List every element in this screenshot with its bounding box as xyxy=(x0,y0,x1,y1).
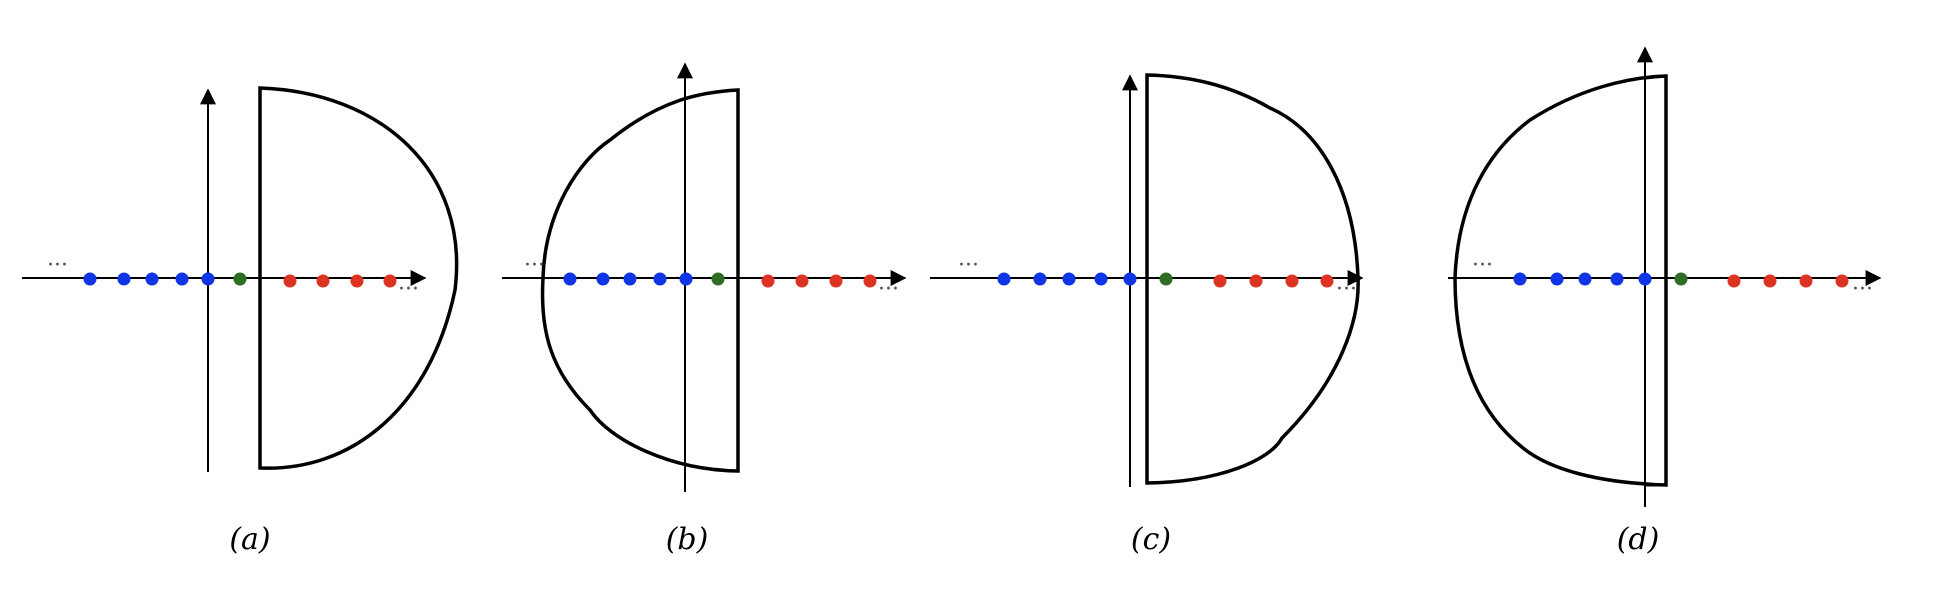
positive-pole xyxy=(1249,274,1263,288)
ellipsis-left: ··· xyxy=(958,253,979,278)
positive-pole xyxy=(1763,274,1777,288)
contour xyxy=(1453,74,1668,487)
negative-pole xyxy=(596,272,610,286)
ellipsis-right: ··· xyxy=(1852,277,1873,302)
panel-d: ··· ··· xyxy=(1448,46,1882,507)
negative-pole xyxy=(1638,272,1652,286)
negative-pole xyxy=(1513,272,1527,286)
negative-pole xyxy=(563,272,577,286)
positive-pole xyxy=(1320,274,1334,288)
ellipsis-left: ··· xyxy=(1472,253,1493,278)
contour-inner-edge xyxy=(1644,74,1667,80)
negative-pole xyxy=(1610,272,1624,286)
negative-pole xyxy=(117,272,131,286)
positive-pole xyxy=(383,274,397,288)
positive-pole xyxy=(1285,274,1299,288)
positive-poles xyxy=(1727,274,1849,288)
negative-pole xyxy=(997,272,1011,286)
panel-b: ··· ··· xyxy=(502,62,907,492)
negative-pole xyxy=(679,272,693,286)
negative-pole xyxy=(175,272,189,286)
positive-poles xyxy=(1213,274,1334,288)
negative-pole xyxy=(1094,272,1108,286)
panel-label-c: (c) xyxy=(1130,522,1172,557)
ellipsis-right: ··· xyxy=(398,277,419,302)
zero-pole xyxy=(233,272,247,286)
panel-label-b: (b) xyxy=(665,522,709,557)
negative-pole xyxy=(623,272,637,286)
negative-pole xyxy=(1123,272,1137,286)
positive-pole xyxy=(829,274,843,288)
negative-pole xyxy=(653,272,667,286)
ellipsis-left: ··· xyxy=(524,253,545,278)
negative-pole xyxy=(1062,272,1076,286)
positive-pole xyxy=(795,274,809,288)
negative-poles xyxy=(83,272,215,286)
negative-pole xyxy=(1578,272,1592,286)
panel-c: ··· ··· xyxy=(930,73,1364,487)
negative-pole xyxy=(1033,272,1047,286)
negative-pole xyxy=(83,272,97,286)
positive-pole xyxy=(1213,274,1227,288)
positive-pole xyxy=(863,274,877,288)
panel-label-a: (a) xyxy=(229,522,271,557)
positive-pole xyxy=(350,274,364,288)
positive-poles xyxy=(283,274,397,288)
contour xyxy=(540,88,740,473)
ellipsis-right: ··· xyxy=(1336,277,1357,302)
negative-poles xyxy=(563,272,693,286)
negative-pole xyxy=(1550,272,1564,286)
panel-a: ··· ··· xyxy=(22,86,459,472)
panel-label-d: (d) xyxy=(1616,522,1660,557)
positive-pole xyxy=(1835,274,1849,288)
contour xyxy=(1145,73,1360,485)
negative-poles xyxy=(1513,272,1652,286)
ellipsis-right: ··· xyxy=(878,277,899,302)
negative-pole xyxy=(145,272,159,286)
zero-pole xyxy=(1159,272,1173,286)
contour xyxy=(258,86,459,470)
positive-pole xyxy=(1727,274,1741,288)
positive-pole xyxy=(761,274,775,288)
ellipsis-left: ··· xyxy=(47,253,68,278)
negative-poles xyxy=(997,272,1137,286)
positive-poles xyxy=(761,274,877,288)
positive-pole xyxy=(283,274,297,288)
zero-pole xyxy=(711,272,725,286)
negative-pole xyxy=(201,272,215,286)
positive-pole xyxy=(316,274,330,288)
positive-pole xyxy=(1799,274,1813,288)
zero-pole xyxy=(1674,272,1688,286)
